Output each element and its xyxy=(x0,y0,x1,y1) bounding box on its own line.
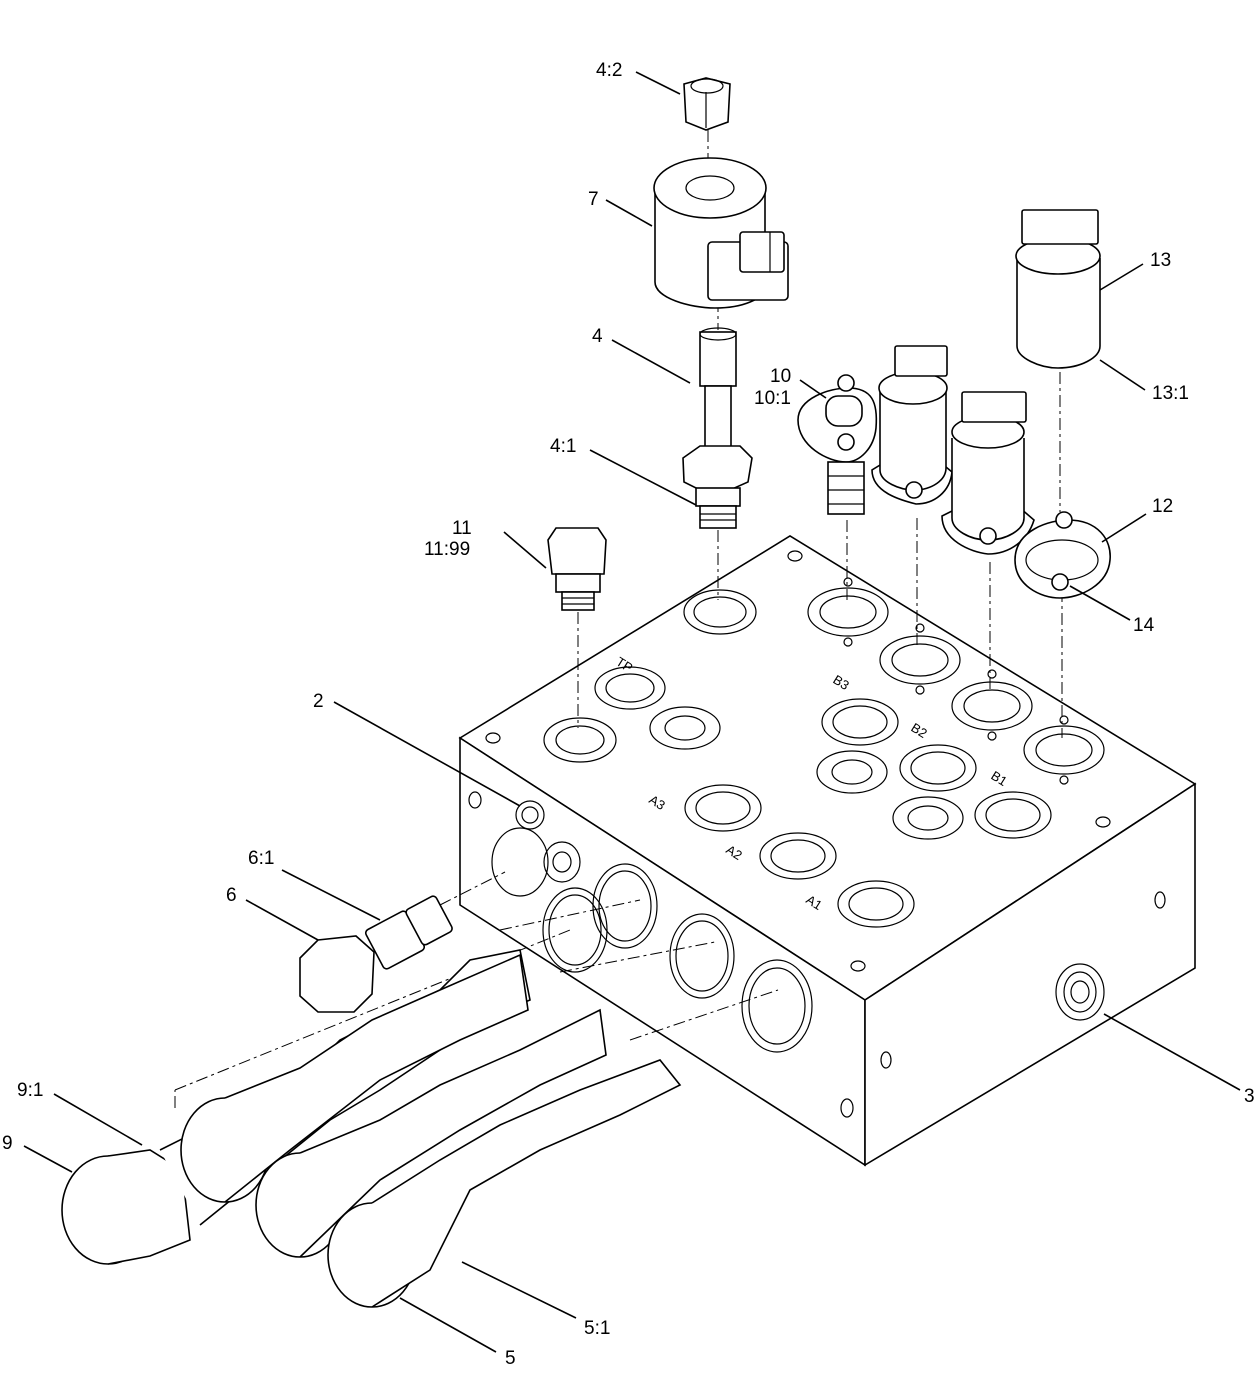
callout-11-99: 11:99 xyxy=(424,539,471,560)
assembly-centerlines xyxy=(174,130,1063,1108)
gasket-part xyxy=(1014,511,1111,599)
callout-4-2: 4:2 xyxy=(596,60,623,81)
port-label-tp: TP xyxy=(613,654,635,676)
callout-2: 2 xyxy=(313,691,324,712)
port-label-b2: B2 xyxy=(908,720,929,741)
cartridge-9b-part xyxy=(180,953,529,1203)
callout-10-1: 10:1 xyxy=(754,388,791,409)
callout-14: 14 xyxy=(1133,615,1155,636)
plug-part xyxy=(547,527,607,611)
cartridge-5b-part xyxy=(255,1008,607,1258)
callout-6-1: 6:1 xyxy=(248,848,275,869)
callout-5-1: 5:1 xyxy=(584,1318,611,1339)
plug-6-part xyxy=(299,895,453,1013)
port-label-a2: A2 xyxy=(723,842,744,863)
hex-nut-part xyxy=(683,77,731,131)
cartridge-5-part xyxy=(327,1059,682,1308)
port-label-b1: B1 xyxy=(988,768,1009,789)
callout-9-1: 9:1 xyxy=(17,1080,44,1101)
port-label-a3: A3 xyxy=(646,792,667,813)
port-label-a1: A1 xyxy=(803,892,824,913)
callout-6: 6 xyxy=(226,885,237,906)
callout-4: 4 xyxy=(592,326,603,347)
manifold-block xyxy=(458,535,1197,1167)
callout-13-1: 13:1 xyxy=(1152,383,1189,404)
solenoid-coil-13-part xyxy=(1015,209,1101,369)
callout-13: 13 xyxy=(1150,250,1172,271)
callout-9: 9 xyxy=(2,1133,13,1154)
check-valve-part xyxy=(797,374,878,515)
solenoid-coil-part xyxy=(653,157,789,309)
callout-7: 7 xyxy=(588,189,599,210)
solenoid-coil-b2-part xyxy=(941,391,1035,555)
solenoid-coil-b3-part xyxy=(871,345,953,505)
callout-10: 10 xyxy=(770,366,792,387)
valve-stem-part xyxy=(682,327,753,529)
callout-12: 12 xyxy=(1152,496,1174,517)
callout-4-1: 4:1 xyxy=(550,436,577,457)
port-label-b3: B3 xyxy=(830,672,851,693)
callout-5: 5 xyxy=(505,1348,516,1369)
callout-3: 3 xyxy=(1244,1086,1255,1107)
callout-11: 11 xyxy=(452,518,472,539)
leader-lines xyxy=(23,71,1241,1353)
